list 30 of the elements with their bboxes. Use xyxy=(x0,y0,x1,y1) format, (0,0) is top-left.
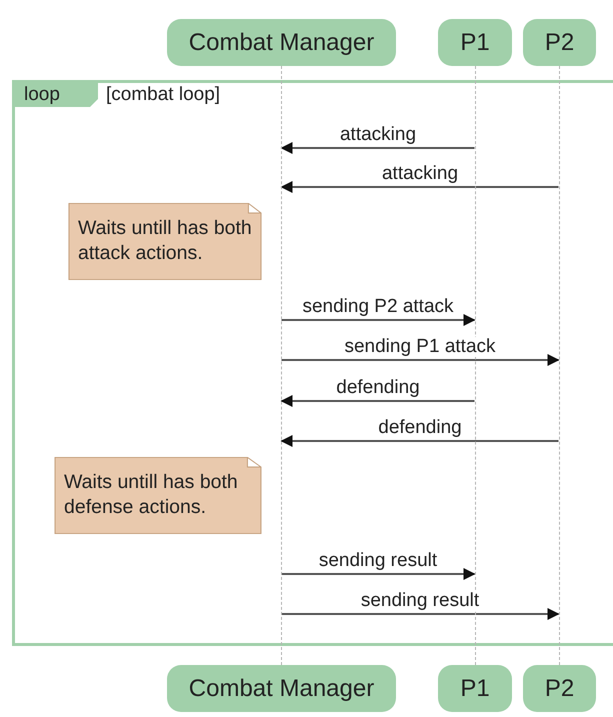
participant-box: P1 xyxy=(438,19,512,66)
loop-condition: [combat loop] xyxy=(106,84,220,106)
message-arrow xyxy=(282,608,560,620)
note xyxy=(68,203,262,280)
lifeline xyxy=(558,66,560,665)
participant-box: P2 xyxy=(523,19,596,66)
message-arrow xyxy=(282,354,560,366)
message-arrow xyxy=(280,181,558,193)
participant-box: P2 xyxy=(523,665,596,712)
edge-label: attacking xyxy=(380,164,460,184)
message-arrow xyxy=(280,435,558,447)
frame-keyword: loop xyxy=(24,84,60,106)
note-text: Waits untill has both attack actions. xyxy=(78,216,253,266)
participant-box: P1 xyxy=(438,665,512,712)
message-arrow xyxy=(282,314,476,326)
lifeline xyxy=(280,66,282,665)
participant-box: Combat Manager xyxy=(167,19,396,66)
message-arrow xyxy=(280,395,474,407)
edge-label: defending xyxy=(377,418,463,438)
participant-box: Combat Manager xyxy=(167,665,396,712)
edge-label: defending xyxy=(335,378,421,398)
note-text: Waits untill has both defense actions. xyxy=(64,470,239,520)
message-arrow xyxy=(280,142,474,154)
edge-label: sending result xyxy=(360,591,480,611)
edge-label: sending P2 attack xyxy=(301,297,455,317)
edge-label: sending result xyxy=(318,551,438,571)
edge-label: attacking xyxy=(338,125,418,145)
note xyxy=(54,457,262,534)
edge-label: sending P1 attack xyxy=(343,337,497,357)
message-arrow xyxy=(282,568,476,580)
